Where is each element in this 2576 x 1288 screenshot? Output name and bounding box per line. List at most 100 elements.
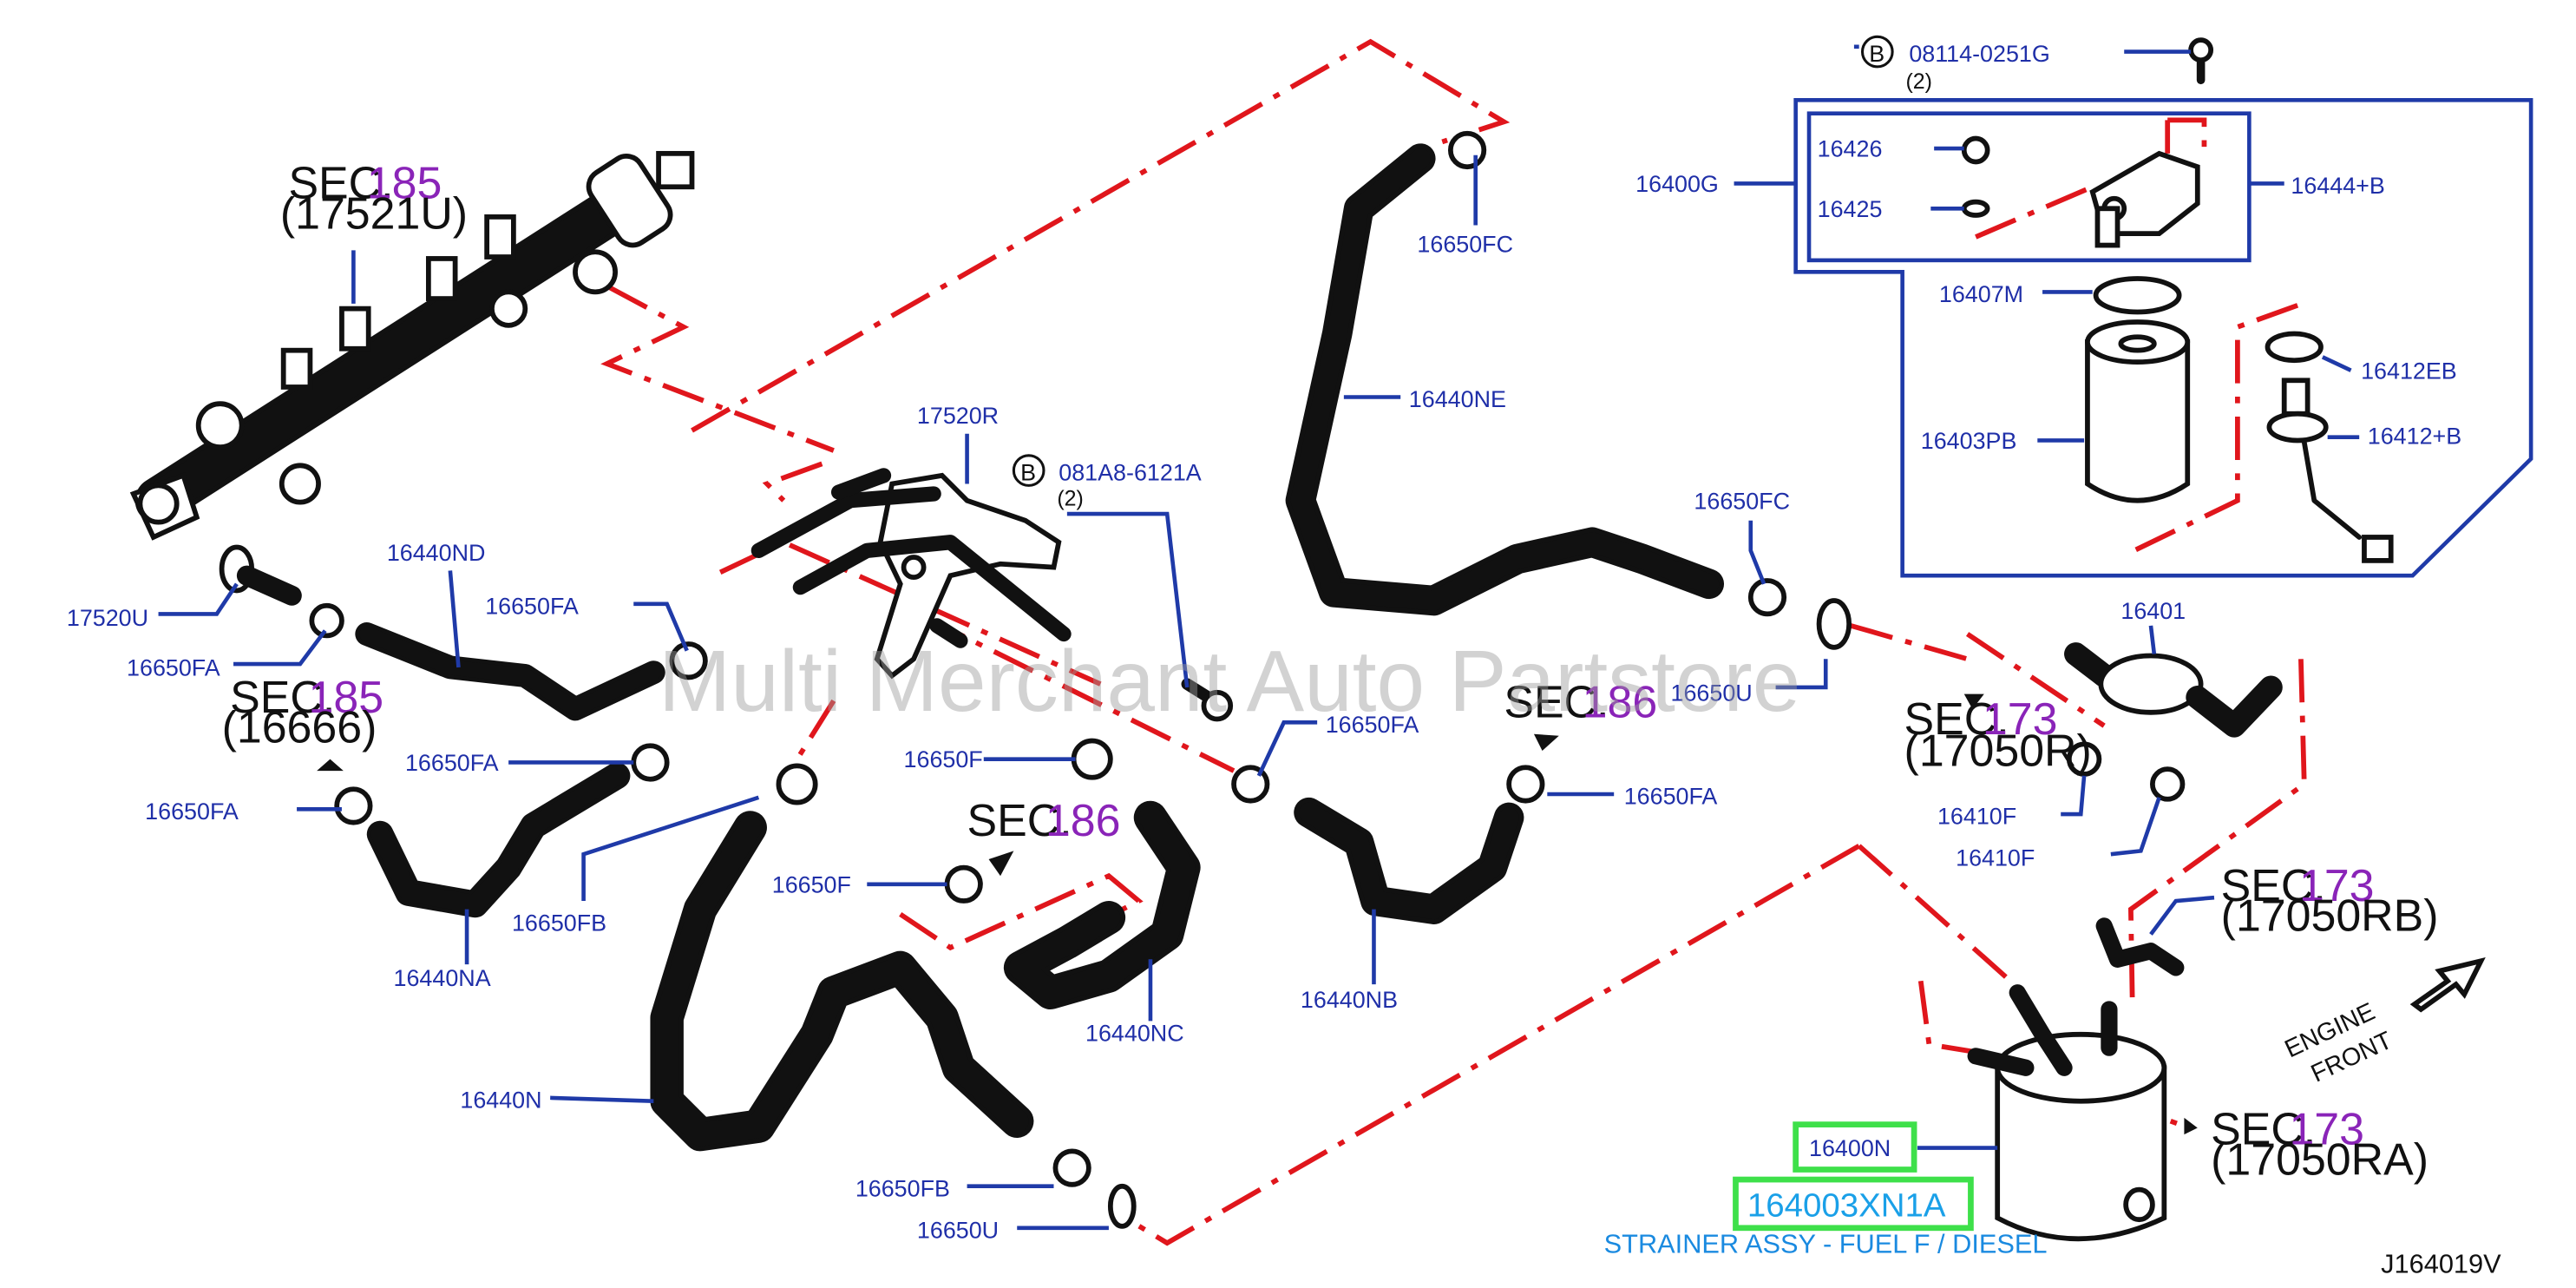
filter-head-16444B (2089, 150, 2200, 248)
sec-ref: (17050RA) (2211, 1134, 2429, 1184)
part-label: 16440N (460, 1087, 541, 1113)
part-label: 16440NB (1301, 987, 1398, 1013)
part-label: 16412+B (2368, 423, 2461, 449)
part-label: 16440NE (1409, 386, 1506, 412)
sec-ref: (17521U) (280, 187, 468, 238)
sec-number: 173 (1983, 693, 2058, 744)
sec-prefix: SEC. (1904, 693, 2009, 744)
strainer-16400N (1967, 917, 2185, 1242)
part-label: 16650FA (145, 798, 239, 825)
part-label: 16650FA (405, 750, 499, 776)
watermark-text: Multi Merchant Auto Partstore (659, 634, 1800, 730)
sec-prefix: SEC. (2211, 1104, 2316, 1154)
section-ref-173a: SEC. 173 (17050R) (1904, 693, 2092, 776)
bolt-081A8-6121A (1181, 678, 1234, 722)
sec-prefix: SEC. (2221, 860, 2326, 910)
priming-pump-16401 (2064, 642, 2283, 738)
part-label: 16650FB (512, 910, 606, 936)
part-label: 16650F (772, 871, 851, 897)
bolt-08114-0251G (2188, 37, 2214, 85)
section-ref-186b: SEC. 186 (1504, 677, 1657, 727)
hose-clamps (309, 130, 2186, 1187)
drawing-reference-id: J164019V (2381, 1249, 2501, 1279)
sec-ref: (16666) (222, 701, 377, 752)
fuel-rail (129, 150, 695, 541)
engine-front-label: ENGINE FRONT (2281, 998, 2397, 1088)
part-label: 16650FC (1417, 231, 1513, 257)
part-label: 16410F (1956, 845, 2035, 871)
part-label: 16425 (1818, 196, 1883, 222)
leader-lines (158, 44, 2360, 1231)
sec-prefix: SEC. (1504, 677, 1609, 727)
fitting-17520U (219, 544, 302, 606)
bolt-quantity: (2) (1905, 69, 1932, 94)
part-label: 16650U (917, 1217, 999, 1243)
part-label: 16403PB (1921, 428, 2017, 454)
sec-number: 173 (2289, 1104, 2364, 1154)
section-ref-186a: SEC. 186 (967, 795, 1121, 845)
circled-mark-icon (1860, 35, 1894, 69)
sec-number: 186 (1045, 795, 1121, 845)
part-label: 16650FC (1694, 488, 1790, 514)
part-label: 16650FA (485, 593, 579, 619)
assembly-outline-boxes (1793, 98, 2533, 578)
part-label: 16650FB (855, 1175, 950, 1201)
o-ring-16412EB (2265, 331, 2324, 364)
seal-16425 (1961, 199, 1990, 218)
bolt-quantity: (2) (1057, 486, 1084, 510)
highlight-part-description: STRAINER ASSY - FUEL F / DIESEL (1604, 1229, 2048, 1259)
part-label: 16650F (904, 746, 983, 772)
assembly-guide-lines (600, 38, 2307, 1246)
part-label: 16407M (1939, 281, 2023, 307)
sec-number: 185 (309, 672, 384, 722)
part-label: 16650FA (1624, 784, 1718, 810)
part-label: 16650U (1671, 680, 1753, 706)
bolt-callout-b1: B 08114-0251G (2) (1860, 35, 2050, 94)
sec-prefix: SEC. (288, 158, 393, 208)
part-labels: 16400G 16426 16425 16444+B 16407M 16412E… (67, 136, 2461, 1244)
part-label: 16410F (1937, 804, 2016, 830)
part-label: 16440ND (387, 540, 486, 566)
part-label: 16401 (2120, 598, 2186, 624)
bolt-part-number: 081A8-6121A (1059, 460, 1202, 486)
filter-element-16403PB (2085, 319, 2191, 503)
sec-number: 186 (1583, 677, 1658, 727)
part-label: 17520R (917, 403, 999, 429)
bolt-mark: B (1869, 41, 1884, 67)
section-ref-185b: SEC. 185 (16666) (222, 672, 383, 752)
part-label: 16440NC (1085, 1020, 1184, 1046)
part-label: 16412EB (2361, 358, 2457, 384)
section-ref-173c: SEC. 173 (17050RA) (2211, 1104, 2429, 1185)
sensor-16412B (2266, 378, 2394, 563)
sec-prefix: SEC. (967, 795, 1072, 845)
highlight-part-code: 16400N (1809, 1135, 1891, 1161)
highlight-part-number: 164003XN1A (1747, 1186, 1946, 1224)
section-ref-185a: SEC. 185 (17521U) (280, 158, 468, 239)
bolt-callout-b2: B 081A8-6121A (2) (1012, 454, 1202, 510)
part-number-highlight (1733, 1176, 1974, 1232)
part-label: 16444+B (2291, 173, 2384, 199)
part-label: 17520U (67, 605, 148, 631)
part-label: 16440NA (394, 965, 491, 991)
engine-front-arrow (2409, 956, 2486, 1013)
sec-number: 173 (2299, 860, 2375, 910)
circled-mark-icon (1012, 454, 1045, 487)
sec-number: 185 (367, 158, 442, 208)
sec-ref: (17050RB) (2221, 890, 2439, 941)
bolt-part-number: 08114-0251G (1909, 41, 2049, 67)
section-arrows (317, 693, 2198, 1135)
sec-ref: (17050R) (1904, 725, 2092, 775)
o-ring-16407M (2093, 276, 2182, 315)
part-label: 16400G (1635, 171, 1719, 197)
highlighted-part-callout: 16400N 164003XN1A STRAINER ASSY - FUEL F… (1604, 1121, 2048, 1259)
sec-prefix: SEC. (230, 672, 335, 722)
part-label: 16426 (1818, 136, 1883, 162)
part-label: 16650FA (1326, 712, 1419, 738)
part-label: 16650FA (127, 655, 220, 681)
bracket-17520R (751, 468, 1072, 680)
part-code-highlight (1793, 1121, 1917, 1173)
screw-16426 (1961, 135, 1990, 165)
section-ref-173b: SEC. 173 (17050RB) (2221, 860, 2439, 941)
grommets-16650U (1107, 598, 1852, 1229)
